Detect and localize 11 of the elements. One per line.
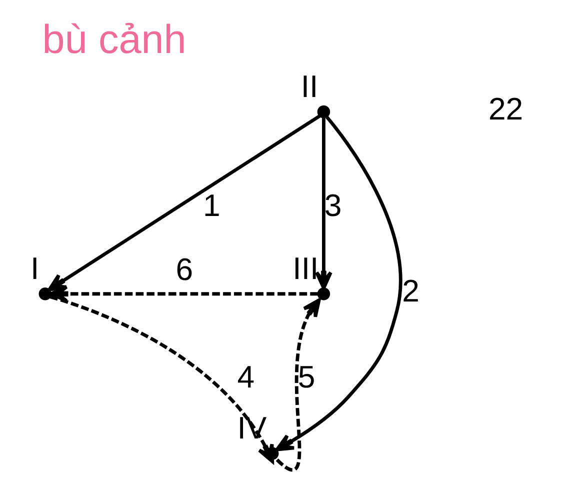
label: 22 bbox=[488, 92, 524, 127]
node-label: I bbox=[30, 250, 40, 286]
edge-label: 2 bbox=[402, 274, 420, 309]
edge-label: 4 bbox=[237, 359, 255, 394]
edge-label: 6 bbox=[176, 252, 194, 287]
edge-label: 5 bbox=[298, 359, 316, 394]
edge-label: 3 bbox=[324, 188, 342, 224]
node-label: II bbox=[300, 68, 318, 104]
node-label: III bbox=[292, 250, 319, 286]
diagram-title: bù cảnh bbox=[42, 16, 186, 62]
edge-label: 1 bbox=[203, 188, 220, 224]
